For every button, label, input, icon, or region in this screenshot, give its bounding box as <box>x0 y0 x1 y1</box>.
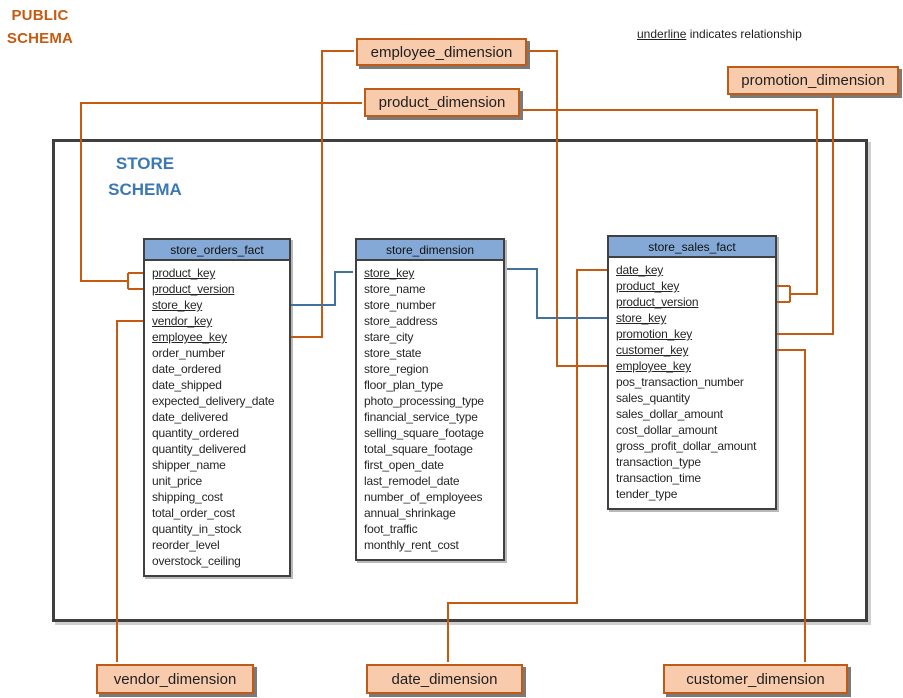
dimension-box-promotion: promotion_dimension <box>727 66 899 95</box>
public-schema-line2: SCHEMA <box>6 30 74 47</box>
public-schema-line1: PUBLIC <box>11 7 69 24</box>
store-schema-line2: SCHEMA <box>108 180 182 199</box>
field: sales_quantity <box>616 391 690 405</box>
table-title-store-sales-fact: store_sales_fact <box>609 237 775 258</box>
field-key: product_key <box>152 266 216 280</box>
dimension-box-employee: employee_dimension <box>356 38 527 66</box>
field: number_of_employees <box>364 490 483 504</box>
field: store_state <box>364 346 422 360</box>
field: transaction_type <box>616 455 701 469</box>
field: pos_transaction_number <box>616 375 744 389</box>
field-key: customer_key <box>616 343 689 357</box>
field: gross_profit_dollar_amount <box>616 439 757 453</box>
public-schema-label: PUBLIC SCHEMA <box>2 4 78 50</box>
field-key: vendor_key <box>152 314 213 328</box>
field: order_number <box>152 346 225 360</box>
field-key: store_key <box>364 266 415 280</box>
table-store-orders-fact: store_orders_fact product_key product_ver… <box>143 238 291 577</box>
field: annual_shrinkage <box>364 506 456 520</box>
field: expected_delivery_date <box>152 394 275 408</box>
field: overstock_ceiling <box>152 554 241 568</box>
field-key: product_version <box>616 295 699 309</box>
dimension-label-vendor: vendor_dimension <box>113 670 237 688</box>
legend-note-rest: indicates relationship <box>686 27 802 41</box>
field: date_delivered <box>152 410 228 424</box>
field: transaction_time <box>616 471 701 485</box>
field-key: employee_key <box>616 359 691 373</box>
dimension-label-promotion: promotion_dimension <box>741 72 885 89</box>
field: store_number <box>364 298 436 312</box>
store-schema-label: STORE SCHEMA <box>96 151 194 203</box>
field: last_remodel_date <box>364 474 460 488</box>
store-schema-line1: STORE <box>115 154 175 173</box>
dimension-box-date: date_dimension <box>366 664 523 694</box>
field: store_name <box>364 282 426 296</box>
field-key: promotion_key <box>616 327 693 341</box>
dimension-label-customer: customer_dimension <box>686 670 825 688</box>
field: store_region <box>364 362 429 376</box>
field: date_shipped <box>152 378 222 392</box>
table-title-store-orders-fact: store_orders_fact <box>145 240 289 261</box>
field: stare_city <box>364 330 414 344</box>
field: photo_processing_type <box>364 394 484 408</box>
dimension-label-product: product_dimension <box>378 94 506 111</box>
dimension-box-customer: customer_dimension <box>663 664 848 694</box>
legend-note-underlined: underline <box>637 27 687 41</box>
dimension-label-employee: employee_dimension <box>370 43 513 61</box>
table-fields-store-dimension: store_key store_name store_number store_add… <box>357 261 503 559</box>
field: floor_plan_type <box>364 378 444 392</box>
dimension-box-product: product_dimension <box>364 88 520 117</box>
field: monthly_rent_cost <box>364 538 459 552</box>
field: quantity_in_stock <box>152 522 242 536</box>
field: total_square_footage <box>364 442 473 456</box>
field-key: employee_key <box>152 330 227 344</box>
dimension-label-date: date_dimension <box>391 670 498 688</box>
field-key: product_key <box>616 279 680 293</box>
field: quantity_delivered <box>152 442 246 456</box>
field: total_order_cost <box>152 506 235 520</box>
field: cost_dollar_amount <box>616 423 718 437</box>
field: financial_service_type <box>364 410 478 424</box>
field: foot_traffic <box>364 522 418 536</box>
dimension-box-vendor: vendor_dimension <box>96 664 254 694</box>
field: quantity_ordered <box>152 426 239 440</box>
field: shipper_name <box>152 458 226 472</box>
field: reorder_level <box>152 538 220 552</box>
field: shipping_cost <box>152 490 223 504</box>
field-key: store_key <box>152 298 203 312</box>
field: sales_dollar_amount <box>616 407 723 421</box>
field-key: date_key <box>616 263 664 277</box>
field: first_open_date <box>364 458 444 472</box>
field: store_address <box>364 314 438 328</box>
field: unit_price <box>152 474 203 488</box>
field-key: store_key <box>616 311 667 325</box>
field: date_ordered <box>152 362 221 376</box>
legend-note: underline indicates relationship <box>637 27 802 41</box>
table-fields-store-sales-fact: date_key product_key product_version store_… <box>609 258 775 508</box>
field-key: product_version <box>152 282 235 296</box>
field: selling_square_footage <box>364 426 484 440</box>
field: tender_type <box>616 487 678 501</box>
table-title-store-dimension: store_dimension <box>357 240 503 261</box>
